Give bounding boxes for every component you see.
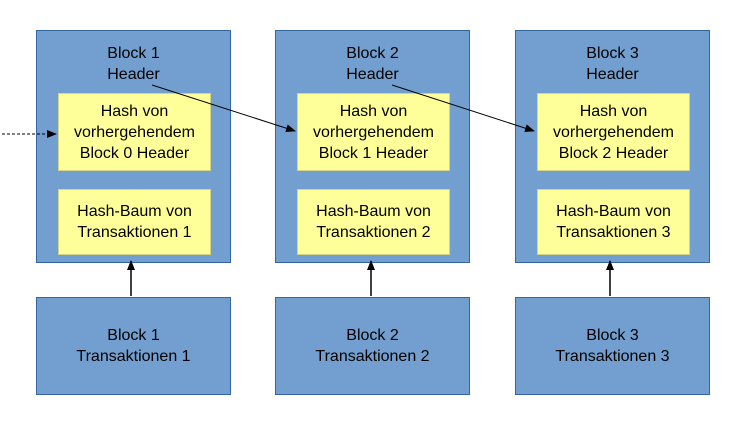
block-1-header-title-line1: Block 1	[107, 45, 160, 62]
block-1-transactions-label: Block 1 Transaktionen 1	[37, 298, 230, 394]
block-3-prev-hash-line3: Block 2 Header	[558, 144, 669, 162]
block-1-prev-hash-line3: Block 0 Header	[79, 144, 190, 162]
block-2-header-title: Block 2 Header	[276, 43, 469, 85]
block-2-prev-hash-line3: Block 1 Header	[318, 144, 429, 162]
block-2-header-title-line2: Header	[346, 66, 399, 83]
block-1-header: Block 1 Header Hash von vorhergehendem B…	[36, 30, 231, 263]
block-1-prev-hash-box: Hash von vorhergehendem Block 0 Header	[58, 93, 211, 171]
block-3-transactions-line1: Block 3	[586, 327, 639, 344]
block-2-transactions-line1: Block 2	[346, 327, 399, 344]
block-2-hash-tree-box: Hash-Baum von Transaktionen 2	[297, 189, 450, 255]
block-2-hash-tree-line1: Hash-Baum von	[316, 203, 431, 220]
block-1-hash-tree-box: Hash-Baum von Transaktionen 1	[58, 189, 211, 255]
block-2-prev-hash-line1: Hash von	[339, 102, 408, 120]
arrow-block-2-header-to-block-3-hash	[391, 84, 535, 133]
block-1-prev-hash-line2: vorhergehendem	[74, 123, 195, 141]
block-2-header: Block 2 Header Hash von vorhergehendem B…	[275, 30, 470, 263]
block-1-prev-hash-line1: Hash von	[100, 102, 169, 120]
block-2-transactions-line2: Transaktionen 2	[315, 348, 430, 365]
block-2-header-title-line1: Block 2	[346, 45, 399, 62]
block-2-transactions: Block 2 Transaktionen 2	[275, 297, 470, 395]
block-3-transactions-label: Block 3 Transaktionen 3	[516, 298, 709, 394]
block-3-hash-tree-line1: Hash-Baum von	[556, 203, 671, 220]
block-3-header-title: Block 3 Header	[516, 43, 709, 85]
block-3-header-title-line2: Header	[586, 66, 639, 83]
block-2-transactions-label: Block 2 Transaktionen 2	[276, 298, 469, 394]
block-1-header-title-line2: Header	[107, 66, 160, 83]
block-3-prev-hash-line2: vorhergehendem	[553, 123, 674, 141]
block-2-hash-tree-line2: Transaktionen 2	[316, 224, 431, 241]
block-1-transactions: Block 1 Transaktionen 1	[36, 297, 231, 395]
block-3-header-title-line1: Block 3	[586, 45, 639, 62]
block-2-prev-hash-line2: vorhergehendem	[313, 123, 434, 141]
block-3-hash-tree-box: Hash-Baum von Transaktionen 3	[537, 189, 690, 255]
block-1-header-title: Block 1 Header	[37, 43, 230, 85]
block-1-transactions-line2: Transaktionen 1	[76, 348, 191, 365]
block-3-header: Block 3 Header Hash von vorhergehendem B…	[515, 30, 710, 263]
block-1-transactions-line1: Block 1	[107, 327, 160, 344]
block-3-prev-hash-box: Hash von vorhergehendem Block 2 Header	[537, 93, 690, 171]
block-1-hash-tree-line2: Transaktionen 1	[77, 224, 192, 241]
arrow-block-1-header-to-block-2-hash	[151, 84, 296, 133]
block-3-prev-hash-line1: Hash von	[579, 102, 648, 120]
block-3-transactions: Block 3 Transaktionen 3	[515, 297, 710, 395]
block-3-hash-tree-line2: Transaktionen 3	[556, 224, 671, 241]
block-2-prev-hash-box: Hash von vorhergehendem Block 1 Header	[297, 93, 450, 171]
block-1-hash-tree-line1: Hash-Baum von	[77, 203, 192, 220]
block-3-transactions-line2: Transaktionen 3	[555, 348, 670, 365]
